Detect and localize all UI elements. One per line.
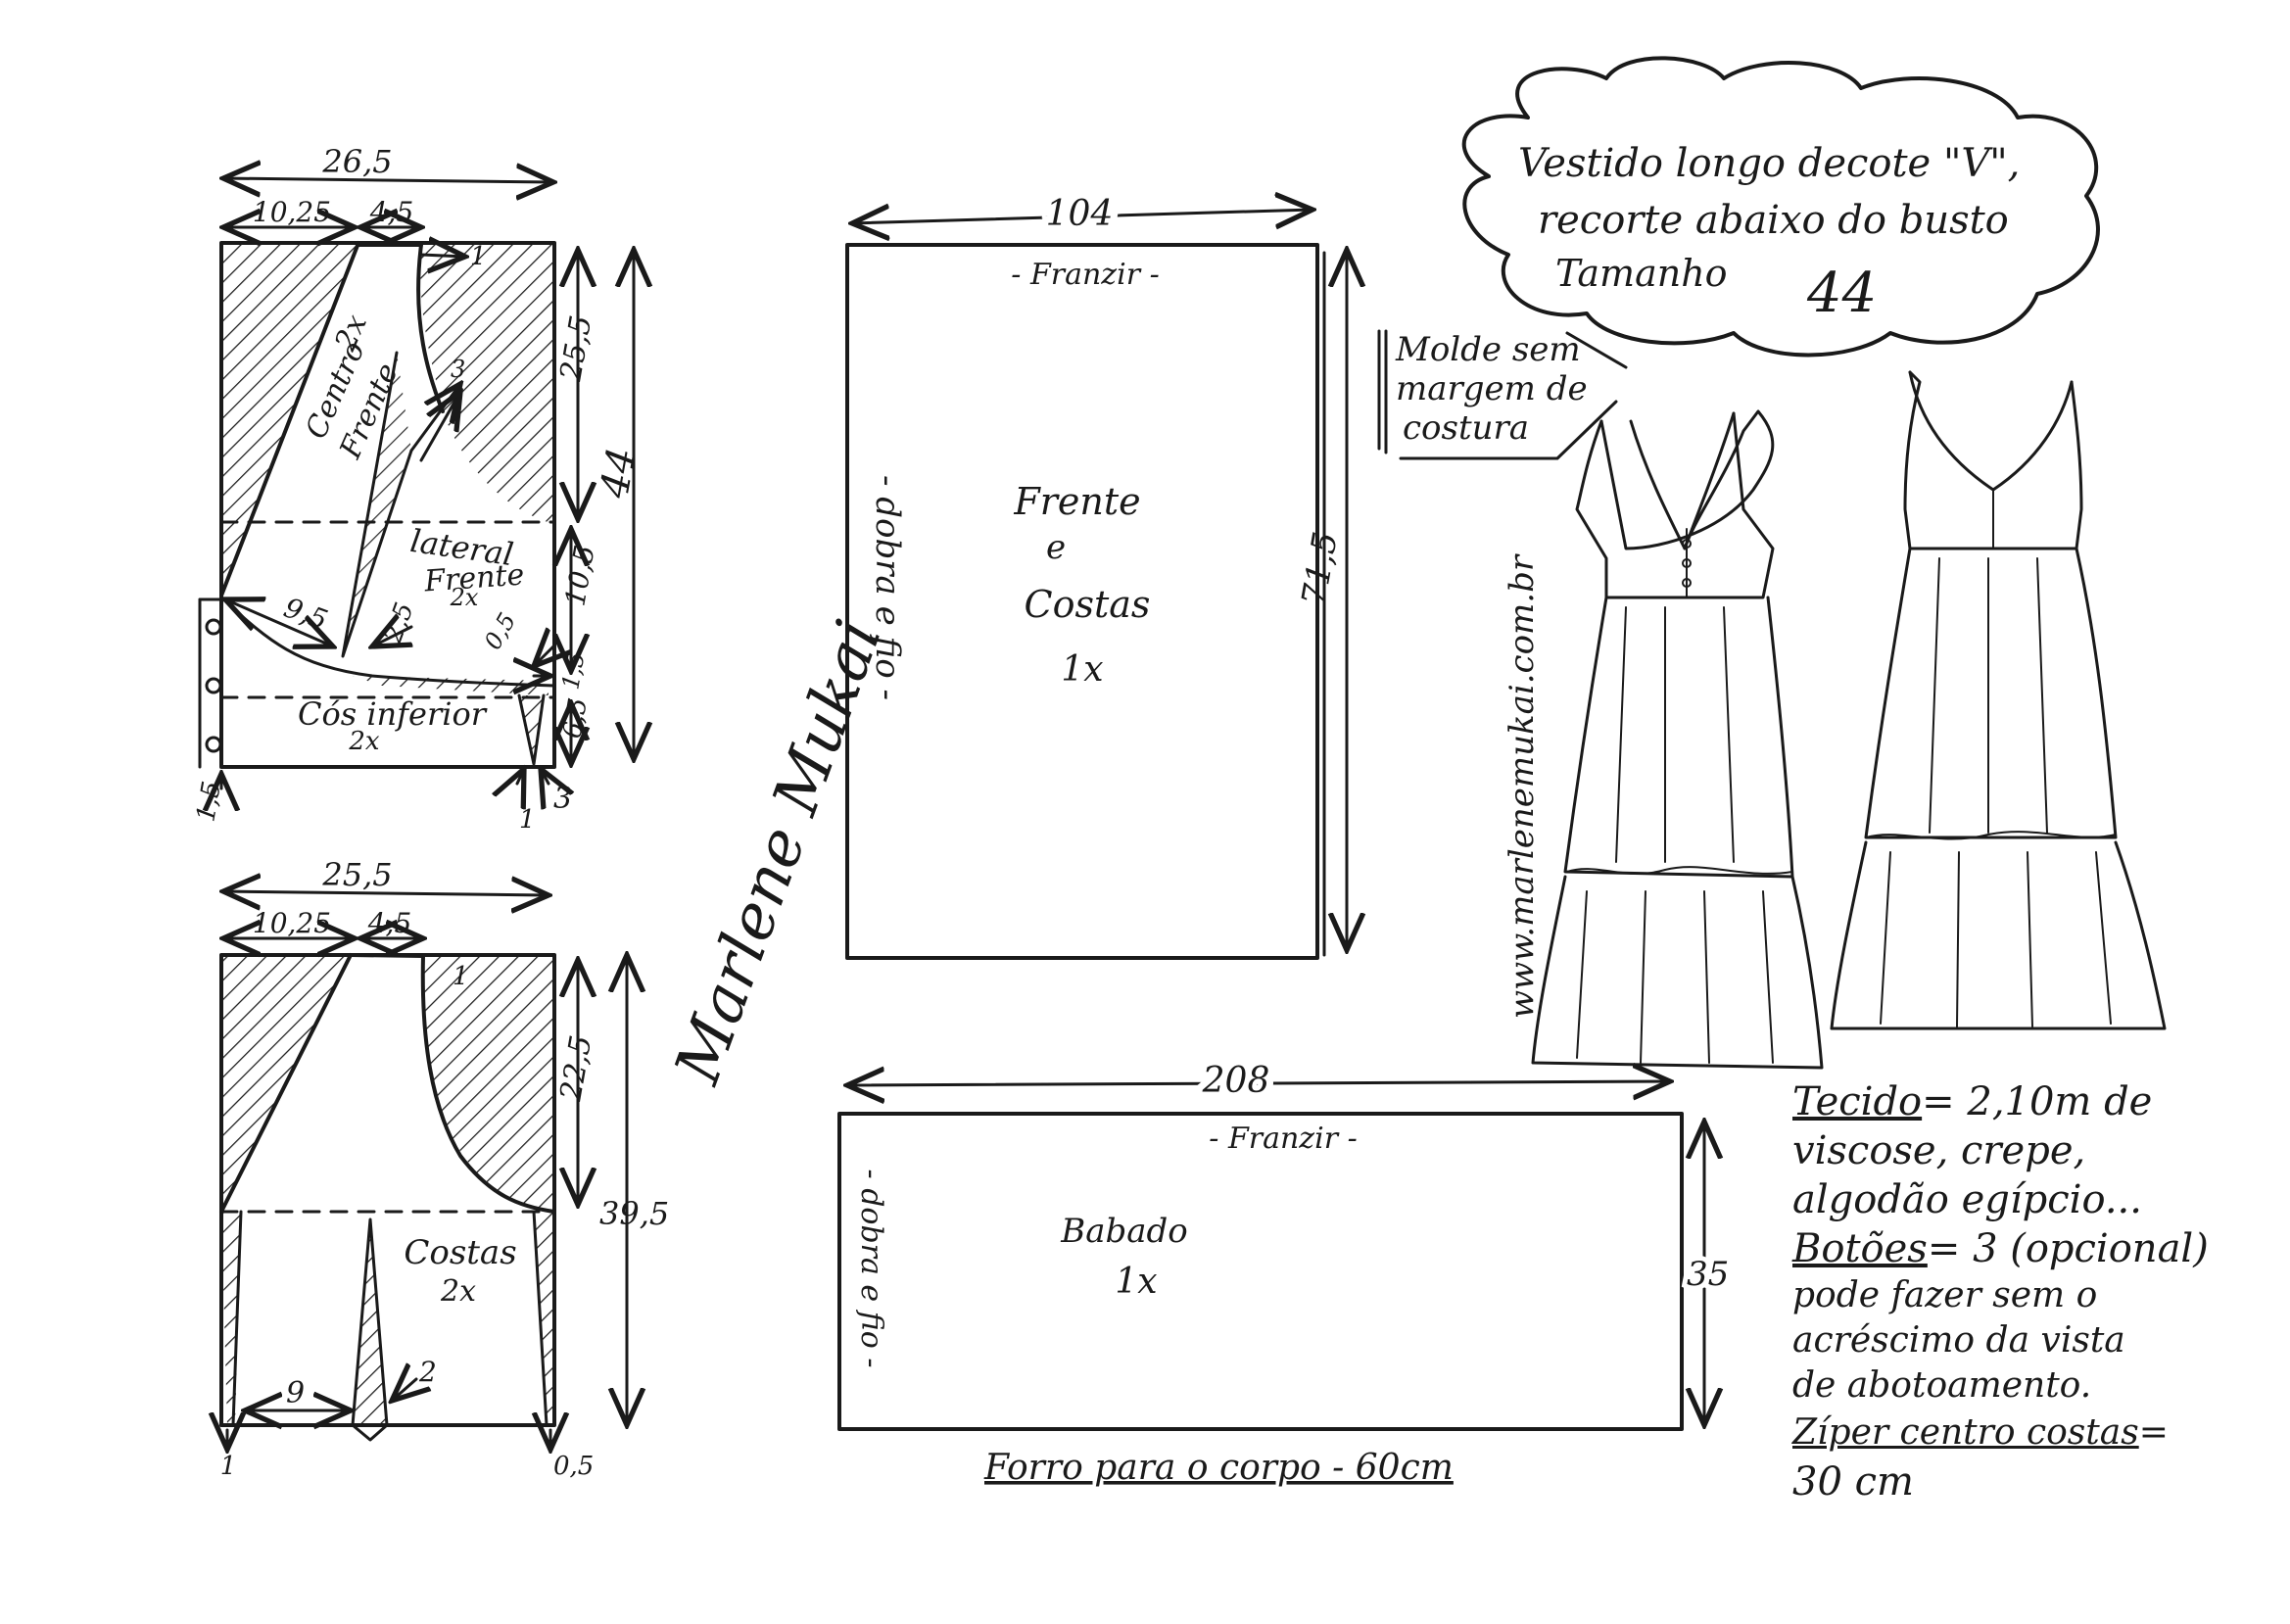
front-height-mid: 10,5 <box>558 543 600 608</box>
front-hatch-band-dart <box>519 695 544 764</box>
skirt-label-2: e <box>1046 528 1066 567</box>
front-height-band: 6,5 <box>557 695 594 740</box>
dress-back-illustration <box>1830 370 2167 1030</box>
skirt-fold: - dobra e fio - <box>868 475 907 700</box>
back-height-upper: 22,5 <box>553 1033 598 1105</box>
optional-line2: acréscimo da vista <box>1792 1320 2125 1361</box>
ruffle-width: 208 <box>1202 1061 1270 1101</box>
signature: Marlene Mukai <box>661 611 896 1094</box>
optional-line3: de abotoamento. <box>1792 1365 2092 1406</box>
ruffle-outline <box>837 1112 1684 1431</box>
front-width-top: 26,5 <box>321 143 392 180</box>
seam-note-box: Molde sem margem de costura <box>1377 329 1628 460</box>
back-bottom-left: 1 <box>220 1452 237 1481</box>
fabric-label: Tecido <box>1792 1079 1923 1124</box>
front-hatch-band <box>353 676 549 695</box>
title-line2: recorte abaixo do busto <box>1538 198 2009 243</box>
fabric-line3: algodão egípcio... <box>1792 1177 2142 1222</box>
lining-note: Forro para o corpo - 60cm <box>983 1448 1454 1488</box>
ruffle-height: 35 <box>1687 1255 1729 1294</box>
front-neck-width: 4,5 <box>369 196 414 228</box>
back-hatch-dart-center <box>353 1219 387 1425</box>
zipper-length: 30 cm <box>1792 1459 1914 1505</box>
back-width-top: 25,5 <box>321 856 392 893</box>
label-lateral-qty: 2x <box>450 584 479 611</box>
back-bottom-right: 0,5 <box>553 1452 594 1481</box>
front-bodice-pattern: 26,5 10,25 4,5 1 25,5 44 10,5 1,5 6,5 3 … <box>191 143 644 835</box>
skirt-gather: - Franzir - <box>1011 258 1159 292</box>
back-neck-left: 10,25 <box>253 907 331 939</box>
back-hatch-dart-right <box>534 1212 554 1425</box>
back-label: Costas <box>404 1233 516 1272</box>
title-line1: Vestido longo decote "V", <box>1518 141 2020 186</box>
label-lateral-frente: Frente <box>422 558 525 599</box>
skirt-outline <box>845 243 1319 960</box>
fabric-line2: viscose, crepe, <box>1792 1128 2086 1173</box>
back-bottom-9: 9 <box>286 1376 305 1410</box>
skirt-label-qty: 1x <box>1061 649 1103 690</box>
front-bottom-right: 3 <box>553 782 572 816</box>
seam-note-1: Molde sem <box>1395 330 1581 369</box>
front-bottom-mid: 1 <box>519 805 536 835</box>
front-mark-1: 1 <box>470 242 487 271</box>
skirt-height: 71,5 <box>1294 529 1346 608</box>
materials-note: Tecido= 2,10m de viscose, crepe, algodão… <box>1792 1077 2209 1506</box>
buttons-text: = 3 (opcional) <box>1927 1226 2209 1271</box>
seam-note-3: costura <box>1403 408 1529 448</box>
ruffle-fold: - dobra e fio - <box>854 1170 888 1368</box>
fabric-line1: = 2,10m de <box>1922 1079 2153 1124</box>
skirt-label-1: Frente <box>1013 480 1140 523</box>
back-dart-2: 2 <box>418 1356 437 1388</box>
website: www.marlenemukai.com.br <box>1503 553 1542 1019</box>
skirt-label-3: Costas <box>1025 583 1151 626</box>
front-height-total: 44 <box>592 445 644 502</box>
front-bottom-left: 1,5 <box>191 779 227 824</box>
front-hatch-right <box>420 243 554 524</box>
back-hatch-right <box>422 955 554 1212</box>
ruffle-pattern: 208 35 - Franzir - - dobra e fio - Babad… <box>837 1054 1734 1431</box>
optional-line1: pode fazer sem o <box>1792 1275 2098 1315</box>
front-height-small: 1,5 <box>556 650 590 692</box>
title-line3-size: 44 <box>1806 262 1877 325</box>
skirt-pattern: 104 71,5 - Franzir - - dobra e fio - Fre… <box>845 187 1347 960</box>
ruffle-label: Babado <box>1060 1212 1188 1251</box>
ruffle-gather: - Franzir - <box>1209 1122 1357 1156</box>
back-label-qty: 2x <box>440 1274 476 1309</box>
title-cloud: Vestido longo decote "V", recorte abaixo… <box>1461 56 2100 358</box>
label-cos: Cós inferior <box>298 695 488 733</box>
back-mark-1: 1 <box>453 962 469 991</box>
dress-front-illustration <box>1531 409 1824 1070</box>
title-line3-label: Tamanho <box>1555 252 1728 295</box>
zipper-label: Zíper centro costas <box>1792 1412 2139 1453</box>
label-cos-qty: 2x <box>348 727 380 756</box>
back-neck-width: 4,5 <box>367 907 412 939</box>
ruffle-label-qty: 1x <box>1115 1262 1157 1302</box>
front-dart-0-5: 0,5 <box>479 608 521 654</box>
seam-note-2: margem de <box>1396 369 1588 408</box>
zipper-text: = <box>2138 1412 2169 1453</box>
back-bodice-pattern: 25,5 10,25 4,5 1 22,5 39,5 Costas 2x 9 2… <box>220 856 669 1481</box>
buttons-label: Botões <box>1792 1226 1928 1271</box>
front-hatch-dart <box>343 353 411 656</box>
front-height-upper: 25,5 <box>553 313 598 385</box>
skirt-width: 104 <box>1046 194 1114 234</box>
front-neck-left: 10,25 <box>253 196 331 228</box>
back-height-lower: 39,5 <box>599 1195 669 1232</box>
front-mark-3: 3 <box>451 356 465 383</box>
front-dart-diag: 9,5 <box>280 592 332 637</box>
